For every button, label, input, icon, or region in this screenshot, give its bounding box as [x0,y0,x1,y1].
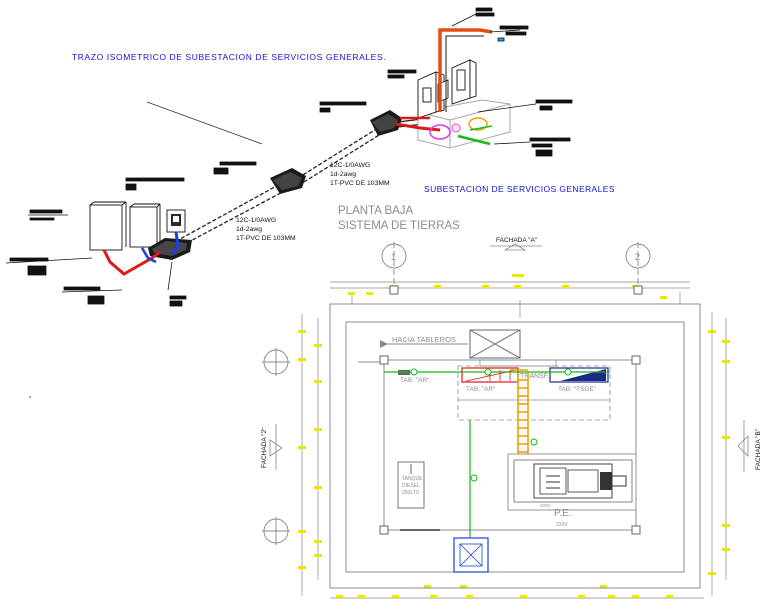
substation-isometric [387,7,573,157]
dimension-ticks [298,274,730,598]
svg-text:250LTS: 250LTS [402,490,420,496]
left-red-cable [102,249,161,276]
substation-title: SUBESTACION DE SERVICIOS GENERALES [424,184,615,194]
left-blue-cable [140,247,157,264]
left-disconnect-box [166,209,186,233]
svg-text:2: 2 [635,252,640,262]
svg-text:12C-1/0AWG: 12C-1/0AWG [330,162,370,169]
facade-marker-right: FACHADA "B" [737,420,762,472]
svg-text:1d-2awg: 1d-2awg [330,171,356,178]
diesel-tank: TANQUE DIESEL 250LTS [397,461,425,509]
plan-title-line2: SISTEMA DE TIERRAS [338,220,460,232]
svg-text:TAB. "AR": TAB. "AR" [466,386,496,393]
svg-text:1d-2awg: 1d-2awg [236,226,262,233]
svg-text:TAB. "TSGE": TAB. "TSGE" [558,386,597,393]
svg-text:DIESEL: DIESEL [402,483,420,489]
isometric-title: TRAZO ISOMETRICO DE SUBESTACION DE SERVI… [72,52,386,62]
cable-note-lower: 12C-1/0AWG 1d-2awg 1T-PVC DE 103MM [236,217,296,242]
ground-conductor-iso [457,134,491,146]
grid-axis-b [262,517,290,545]
svg-text:TAB. "AR": TAB. "AR" [400,377,430,384]
svg-text:220V: 220V [540,503,551,508]
junction-box-middle [270,168,306,194]
plan-title-line1: PLANTA BAJA [338,205,414,217]
orange-riser-conduit [438,28,493,112]
dimension-lines [301,281,727,599]
transf-label: TRANSF. [520,373,549,380]
ground-points [410,368,572,482]
emergency-generator: 220V P.E. 220V [507,453,637,528]
facade-marker-top: FACHADA "A" [490,237,542,251]
svg-text:FACHADA "B": FACHADA "B" [755,428,762,470]
column-markers [379,285,643,535]
svg-text:220V: 220V [556,522,568,528]
junction-box-upper [370,110,402,136]
grid-axis-a [262,348,290,376]
svg-text:FACHADA "A": FACHADA "A" [496,237,538,244]
grid-axis-1: 1 [381,242,407,292]
left-panel-right [129,203,161,248]
transformer-area [457,359,611,421]
svg-text:1T-PVC DE 103MM: 1T-PVC DE 103MM [330,180,390,187]
svg-text:12C-1/0AWG: 12C-1/0AWG [236,217,276,224]
svg-text:1: 1 [391,252,396,262]
cable-note-upper: 12C-1/0AWG 1d-2awg 1T-PVC DE 103MM [330,162,390,187]
isometric-section: TRAZO ISOMETRICO DE SUBESTACION DE SERVI… [5,7,615,307]
svg-text:1T-PVC DE 103MM: 1T-PVC DE 103MM [236,235,296,242]
ground-pit [453,537,489,573]
hacia-tableros-arrow: HACIA TABLEROS [380,329,521,359]
grid-axis-2: 2 [625,242,651,292]
svg-text:FACHADA "2": FACHADA "2" [261,427,268,468]
svg-text:TANQUE: TANQUE [402,476,423,482]
svg-text:HACIA TABLEROS: HACIA TABLEROS [392,335,456,344]
svg-text:P.E.: P.E. [554,508,572,519]
left-panel-left [89,201,127,251]
facade-marker-left: FACHADA "2" [261,424,283,470]
plan-section: PLANTA BAJA SISTEMA DE TIERRAS FACHADA "… [261,205,762,599]
left-callouts [5,101,367,307]
